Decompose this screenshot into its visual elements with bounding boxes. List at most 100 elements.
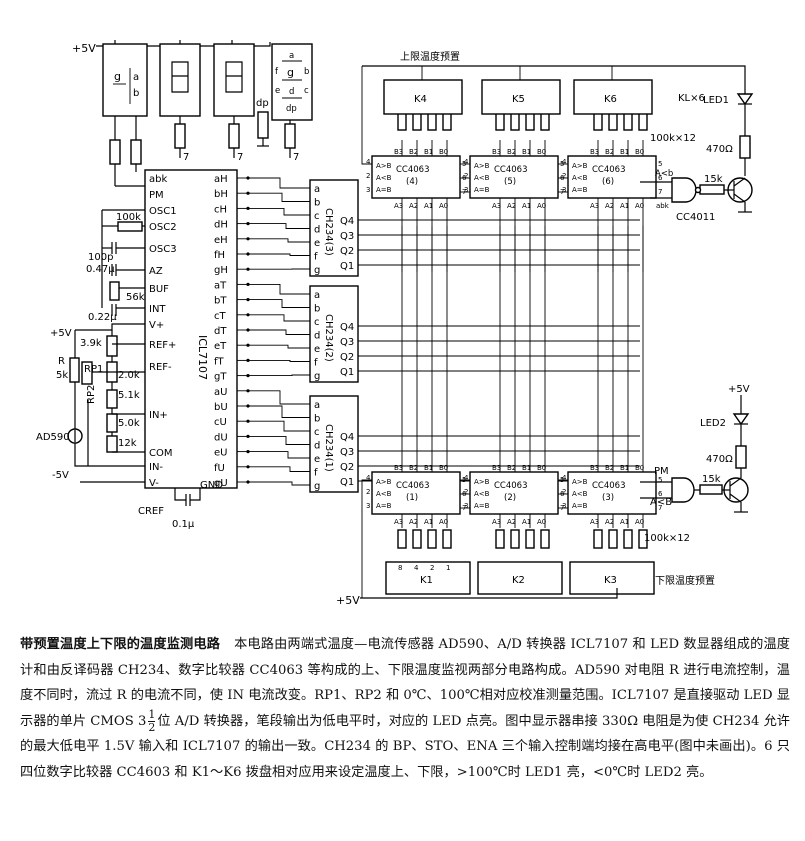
pin-b2: B2 (605, 148, 614, 156)
r-label: R (58, 356, 65, 367)
decoder-input-e: e (314, 454, 320, 465)
icl7107-pin-du: dU (214, 432, 228, 443)
decoder-ch234-2 (309, 285, 359, 383)
nand-bubble (694, 186, 702, 194)
pin-b0: B0 (537, 464, 546, 472)
decoder-name: CH234(3) (323, 208, 334, 256)
r20k-label: 2.0k (118, 370, 140, 381)
abk-label: abk (656, 202, 670, 210)
decoder-input-wire (248, 405, 310, 418)
resistor-digit3 (228, 123, 240, 149)
alb2-label: A<B (650, 497, 672, 508)
pin-b1: B1 (522, 148, 531, 156)
decoder-input-b: b (314, 304, 320, 315)
resistor-digit1b (130, 139, 142, 165)
decoder-input-f: f (314, 468, 318, 479)
upper-rail (362, 65, 746, 80)
decoder-input-wire (248, 314, 310, 322)
icl7107-pin-et: eT (214, 341, 227, 352)
pin-num-4: 4 (366, 158, 371, 166)
decoder-input-b: b (314, 198, 320, 209)
led1-icon (736, 93, 754, 106)
pull-resistor (412, 529, 422, 549)
transistor-c (729, 477, 742, 487)
pin-b0: B0 (635, 464, 644, 472)
pin-b1: B1 (522, 464, 531, 472)
decoder-input-a: a (314, 400, 320, 411)
diagram.comparators_lower-comparator-2 (567, 471, 657, 515)
icl7107-pin-ch: cH (214, 204, 227, 215)
cref-value: 0.1μ (172, 519, 195, 530)
pin-num-2: 2 (562, 488, 566, 496)
icl7107-pin-bu: bU (214, 402, 228, 413)
pin-b3: B3 (394, 464, 403, 472)
seg-label-e: e (275, 86, 280, 96)
pull-resistor (638, 529, 648, 549)
resistor-100k (117, 221, 143, 232)
pin-b0: B0 (439, 464, 448, 472)
caption-title: 带预置温度上下限的温度监测电路 (20, 637, 221, 652)
decoder-output-q4: Q4 (340, 216, 354, 227)
decoder-input-wire (248, 177, 310, 189)
resistor-3.9k (106, 335, 118, 357)
pin-agtb: A>B (572, 478, 588, 486)
icl7107-pin-dt: dT (214, 326, 227, 337)
fraction-denominator: 2 (148, 720, 156, 734)
decoder-ch234-3 (309, 179, 359, 277)
resistor-digit1 (109, 139, 121, 165)
pin-num-2: 2 (366, 172, 370, 180)
decoder-input-wire (248, 481, 310, 486)
comparator-index: (1) (406, 493, 418, 503)
seg-label-d: d (289, 87, 294, 97)
gnd-label: GND (200, 480, 223, 491)
decoder-name: CH234(1) (323, 424, 334, 472)
decoder-ch234-1 (309, 395, 359, 493)
pin-num-5: 5 (658, 160, 662, 168)
pin-num-5: 5 (658, 476, 662, 484)
pin-b3: B3 (492, 148, 501, 156)
pin-agtb: A>B (572, 162, 588, 170)
dp-label: dp (256, 98, 269, 109)
c100p-label: 100p (88, 252, 113, 263)
r5k-label: 5k (56, 370, 68, 381)
icl7107-pin-v+: V+ (149, 320, 164, 331)
icl7107-pin-gt: gT (214, 372, 227, 383)
pin-a1: A1 (620, 518, 629, 526)
diagram.comparators_lower-comparator-1 (469, 471, 559, 515)
switch-label-k1: K1 (420, 575, 433, 586)
icl7107-pin-ft: fT (214, 356, 225, 367)
icl7107-pin-cu: cU (214, 417, 227, 428)
wire (75, 323, 145, 331)
pin-a2: A2 (507, 202, 516, 210)
pin-a0: A0 (635, 518, 644, 526)
decoder-output-q3: Q3 (340, 337, 354, 348)
decoder-input-wire (248, 223, 310, 229)
r100k-label: 100k (116, 212, 141, 223)
pin-a2: A2 (409, 202, 418, 210)
pin-altb: A<B (474, 490, 490, 498)
pin-a3: A3 (492, 202, 501, 210)
resistor-56k (109, 281, 120, 301)
resistor-15k-2 (699, 484, 723, 495)
resistor-digit4 (284, 123, 296, 149)
and-gate-icon (671, 477, 695, 503)
decoder-input-wire (248, 253, 310, 256)
pin-7-label: 7 (293, 152, 299, 163)
resistor-r (69, 357, 80, 383)
pin-aeqb: A=B (376, 186, 392, 194)
transistor-c (733, 177, 746, 187)
icl7107-chip (144, 169, 238, 489)
resistor-12k (106, 435, 118, 453)
c047-label: 0.47μ (86, 264, 115, 275)
nand-gate-icon (671, 177, 697, 203)
switch-k2 (477, 561, 563, 595)
pin-b1: B1 (620, 464, 629, 472)
decoder-input-g: g (314, 481, 320, 492)
icl7107-pin-buf: BUF (149, 284, 169, 295)
r50k-label: 5.0k (118, 418, 140, 429)
comparator-name: CC4063 (592, 481, 626, 491)
resistor-digit2 (174, 123, 186, 149)
icl7107-pin-eu: eU (214, 448, 227, 459)
r15k-1-label: 15k (704, 174, 723, 185)
decoder-input-wire (248, 329, 310, 335)
